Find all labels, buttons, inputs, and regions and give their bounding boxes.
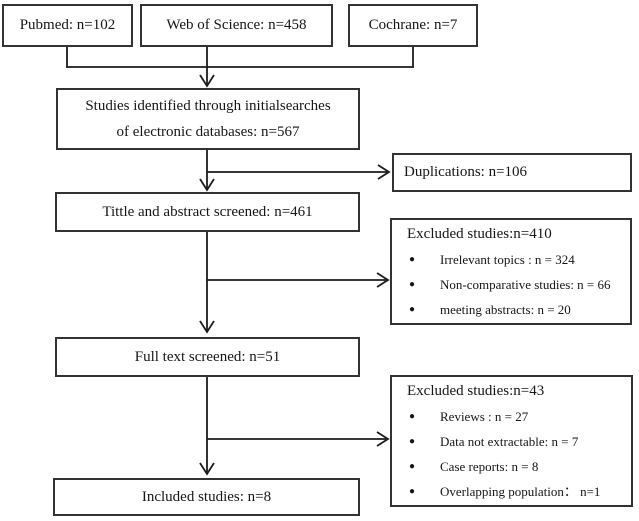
arrow-down-icon [199,462,215,476]
excluded-43-item: ● Case reports: n = 8 [409,454,629,479]
excluded-410-item: ● Irrelevant topics : n = 324 [409,247,628,272]
box-studies-identified-line1: Studies identified through initialsearch… [85,98,331,114]
arrow-down-icon [199,178,215,192]
box-studies-identified-line2: of electronic databases: n=567 [116,124,300,140]
connector-sources-to-identified [66,46,414,88]
box-pubmed-label: Pubmed: n=102 [19,17,116,34]
arrow-right-icon [376,431,390,447]
box-excluded-studies-43: Excluded studies:n=43 ● Reviews : n = 27… [390,375,633,507]
connector-screened-to-fulltext [199,232,390,334]
excluded-43-item: ● Reviews : n = 27 [409,404,629,429]
box-duplications: Duplications: n=106 [392,153,632,192]
bullet-icon: ● [409,485,416,497]
box-cochrane: Cochrane: n=7 [348,4,478,47]
box-full-text-screened: Full text screened: n=51 [55,337,360,377]
arrow-right-icon [377,164,391,180]
excluded-43-item-label: Overlapping population： n=1 [440,483,601,499]
connector-identified-to-screened [199,150,391,192]
excluded-410-item: ● meeting abstracts: n = 20 [409,297,628,322]
box-included-studies-label: Included studies: n=8 [141,488,272,505]
excluded-43-item: ● Overlapping population： n=1 [409,479,629,504]
box-title-abstract-screened: Tittle and abstract screened: n=461 [55,192,360,232]
excluded-410-item-label: Non-comparative studies: n = 66 [440,276,611,292]
connector-fulltext-to-included [199,377,390,476]
box-excluded-studies-43-title: Excluded studies:n=43 [407,382,545,399]
box-web-of-science: Web of Science: n=458 [140,4,333,47]
box-included-studies: Included studies: n=8 [53,478,360,516]
box-pubmed: Pubmed: n=102 [2,4,133,47]
box-web-of-science-label: Web of Science: n=458 [166,17,307,34]
bullet-icon: ● [409,410,416,422]
excluded-43-item: ● Data not extractable: n = 7 [409,429,629,454]
bullet-icon: ● [409,253,416,265]
excluded-410-item: ● Non-comparative studies: n = 66 [409,272,628,297]
excluded-43-item-label: Reviews : n = 27 [440,408,529,424]
box-cochrane-label: Cochrane: n=7 [368,17,458,34]
excluded-410-item-label: Irrelevant topics : n = 324 [440,251,575,267]
arrow-right-icon [376,272,390,288]
bullet-icon: ● [409,435,416,447]
bullet-icon: ● [409,460,416,472]
box-excluded-studies-410: Excluded studies:n=410 ● Irrelevant topi… [390,218,632,325]
excluded-43-item-label: Case reports: n = 8 [440,458,539,474]
arrow-down-icon [199,320,215,334]
box-full-text-screened-label: Full text screened: n=51 [134,348,281,365]
box-excluded-studies-410-title: Excluded studies:n=410 [407,225,552,242]
excluded-410-item-label: meeting abstracts: n = 20 [440,301,571,317]
bullet-icon: ● [409,303,416,315]
bullet-icon: ● [409,278,416,290]
box-studies-identified: Studies identified through initialsearch… [56,88,360,150]
box-title-abstract-screened-label: Tittle and abstract screened: n=461 [102,203,313,220]
excluded-43-item-label: Data not extractable: n = 7 [440,433,579,449]
arrow-down-icon [199,74,215,88]
box-duplications-label: Duplications: n=106 [404,164,528,181]
